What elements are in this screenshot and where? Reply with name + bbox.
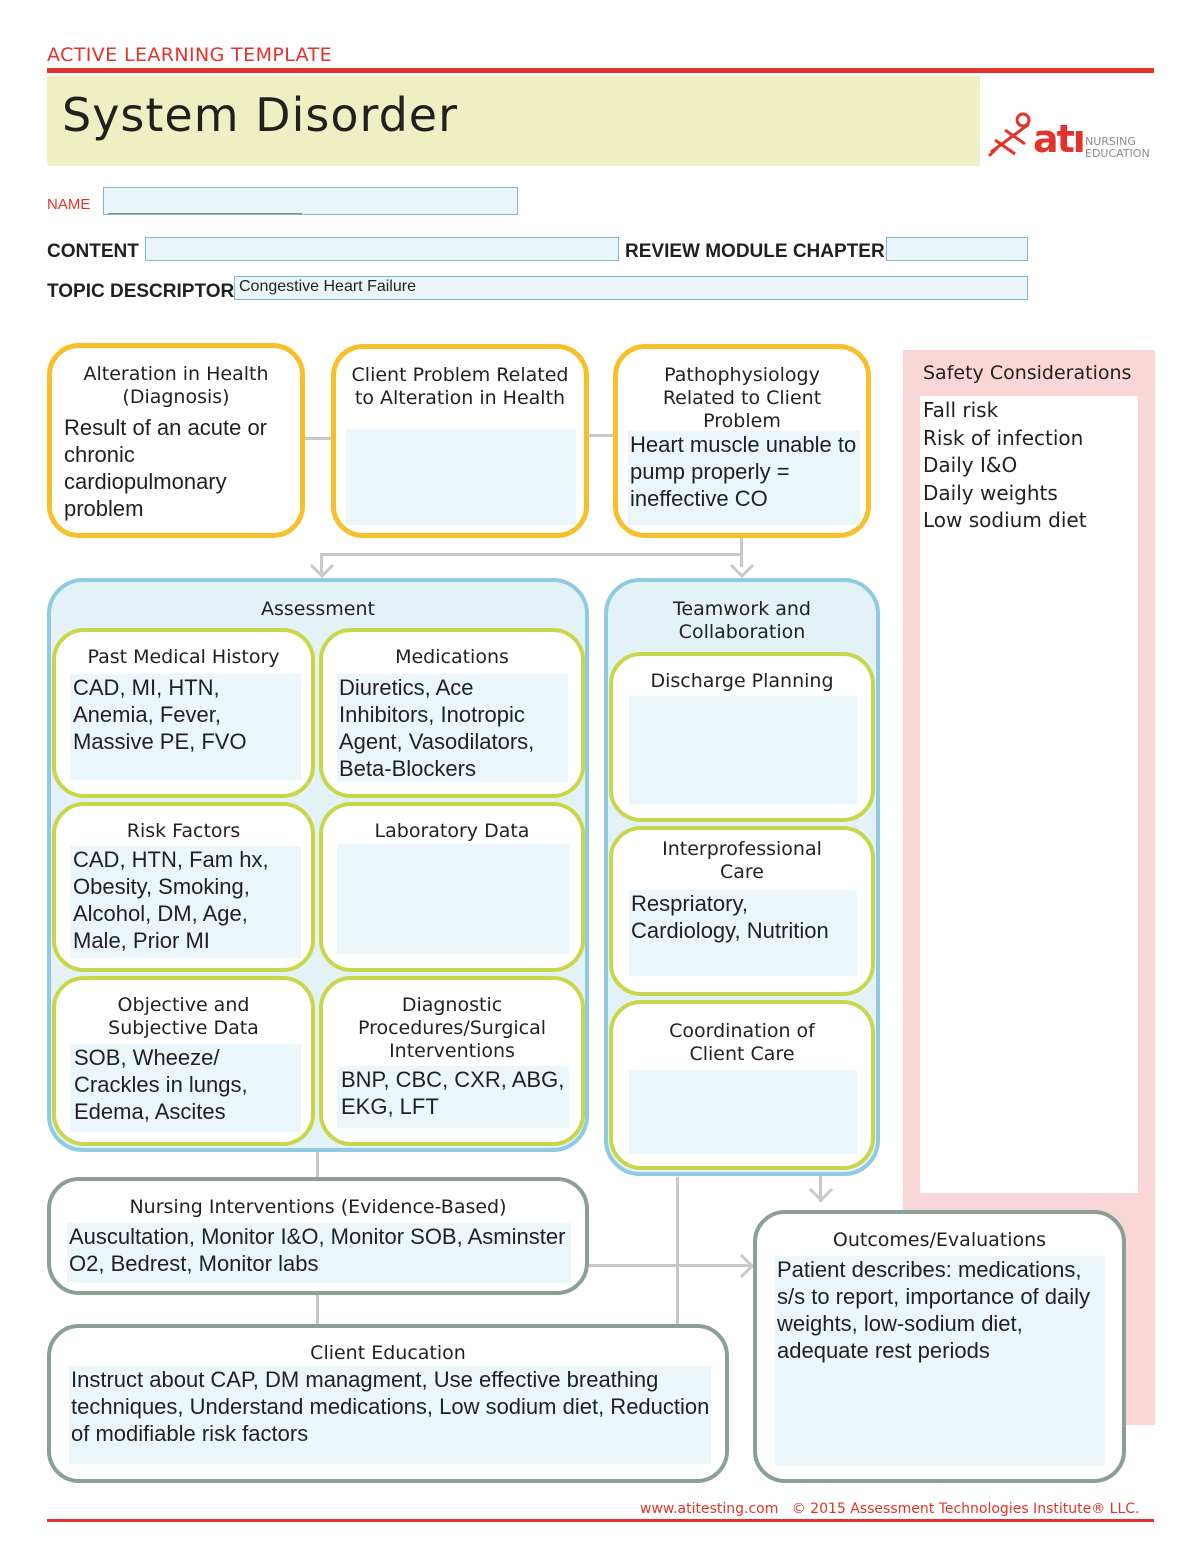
arrow-down-icon xyxy=(309,563,335,579)
client-education-box: Client Education Instruct about CAP, DM … xyxy=(47,1324,729,1483)
arrow-down-icon xyxy=(808,1187,834,1203)
footer-copyright: © 2015 Assessment Technologies Institute… xyxy=(791,1501,1140,1517)
content-field[interactable] xyxy=(145,237,619,261)
alteration-text: Result of an acute or chronic cardiopulm… xyxy=(64,415,268,521)
discharge-title: Discharge Planning xyxy=(650,670,834,692)
diagnostic-procedures-box: Diagnostic Procedures/Surgical Intervent… xyxy=(319,976,585,1146)
safety-item: Daily weights xyxy=(923,480,1058,505)
safety-item: Low sodium diet xyxy=(923,508,1087,532)
footer-website[interactable]: www.atitesting.com xyxy=(640,1501,779,1517)
assessment-title: Assessment xyxy=(261,598,375,620)
laboratory-data-box: Laboratory Data xyxy=(319,802,585,972)
safety-fill: Fall risk Risk of infection Daily I&O Da… xyxy=(920,396,1138,1193)
safety-title: Safety Considerations xyxy=(923,362,1132,384)
client-education-title: Client Education xyxy=(310,1342,466,1364)
arrow-down-icon xyxy=(729,563,755,579)
outcomes-box: Outcomes/Evaluations Patient describes: … xyxy=(753,1210,1126,1483)
alteration-title: Alteration in Health (Diagnosis) xyxy=(83,363,269,408)
logo-stethoscope-icon xyxy=(987,112,1031,158)
topic-descriptor-field[interactable]: Congestive Heart Failure xyxy=(234,276,1028,300)
pmh-text: CAD, MI, HTN, Anemia, Fever, Massive PE,… xyxy=(73,675,247,754)
client-problem-fill[interactable] xyxy=(346,429,576,525)
coordination-fill[interactable] xyxy=(629,1070,857,1154)
pathophysiology-text: Heart muscle unable to pump properly = i… xyxy=(630,432,857,511)
discharge-fill[interactable] xyxy=(629,696,857,804)
nursing-interventions-box: Nursing Interventions (Evidence-Based) A… xyxy=(47,1177,589,1295)
risk-factors-title: Risk Factors xyxy=(126,820,241,842)
interprofessional-title: Interprofessional Care xyxy=(662,838,822,883)
laboratory-data-title: Laboratory Data xyxy=(374,820,530,842)
alteration-in-health-box: Alteration in Health (Diagnosis) Result … xyxy=(47,343,305,538)
medications-text: Diuretics, Ace Inhibitors, Inotropic Age… xyxy=(339,675,535,781)
interprofessional-text: Respriatory, Cardiology, Nutrition xyxy=(631,891,829,943)
content-label: CONTENT xyxy=(47,241,139,262)
pathophysiology-box: Pathophysiology Related to Client Proble… xyxy=(613,344,871,538)
discharge-planning-box: Discharge Planning xyxy=(609,652,875,822)
header-rule xyxy=(47,68,1154,73)
template-label: ACTIVE LEARNING TEMPLATE xyxy=(47,44,332,66)
review-module-label: REVIEW MODULE CHAPTER xyxy=(625,241,885,262)
outcomes-text: Patient describes: medications, s/s to r… xyxy=(777,1257,1091,1363)
review-module-field[interactable] xyxy=(886,237,1028,261)
client-education-text: Instruct about CAP, DM managment, Use ef… xyxy=(71,1367,710,1446)
footer: www.atitesting.com © 2015 Assessment Tec… xyxy=(640,1501,1139,1517)
safety-item: Risk of infection xyxy=(923,425,1084,450)
topic-descriptor-label: TOPIC DESCRIPTOR xyxy=(47,281,235,302)
risk-factors-text: CAD, HTN, Fam hx, Obesity, Smoking, Alco… xyxy=(73,847,269,953)
medications-title: Medications xyxy=(395,646,509,668)
ati-logo: atı NURSING EDUCATION xyxy=(985,108,1155,166)
laboratory-data-fill[interactable] xyxy=(337,844,569,954)
coordination-box: Coordination of Client Care xyxy=(609,1000,875,1170)
client-problem-box: Client Problem Related to Alteration in … xyxy=(331,344,589,538)
name-label: NAME xyxy=(47,196,91,213)
objective-subjective-text: SOB, Wheeze/ Crackles in lungs, Edema, A… xyxy=(74,1045,248,1124)
outcomes-title: Outcomes/Evaluations xyxy=(832,1229,1047,1251)
name-value: _______________________________ xyxy=(108,200,302,214)
logo-mark: atı xyxy=(1033,117,1086,161)
medications-box: Medications Diuretics, Ace Inhibitors, I… xyxy=(319,628,585,798)
past-medical-history-box: Past Medical History CAD, MI, HTN, Anemi… xyxy=(52,628,315,798)
safety-item: Fall risk xyxy=(923,398,999,422)
coordination-title: Coordination of Client Care xyxy=(669,1020,815,1065)
objective-subjective-box: Objective and Subjective Data SOB, Wheez… xyxy=(52,976,315,1146)
objective-subjective-title: Objective and Subjective Data xyxy=(108,994,259,1039)
logo-line1: NURSING xyxy=(1085,135,1136,148)
page-title: System Disorder xyxy=(62,88,458,142)
diagnostic-title: Diagnostic Procedures/Surgical Intervent… xyxy=(357,994,547,1062)
safety-item: Daily I&O xyxy=(923,453,1018,477)
pmh-title: Past Medical History xyxy=(87,646,280,668)
teamwork-title: Teamwork and Collaboration xyxy=(673,598,811,643)
pathophysiology-title: Pathophysiology Related to Client Proble… xyxy=(662,364,822,432)
risk-factors-box: Risk Factors CAD, HTN, Fam hx, Obesity, … xyxy=(52,802,315,972)
name-field[interactable]: _______________________________ xyxy=(103,187,518,215)
title-banner xyxy=(47,76,980,166)
footer-rule xyxy=(47,1519,1154,1522)
nursing-interventions-text: Auscultation, Monitor I&O, Monitor SOB, … xyxy=(69,1224,566,1276)
interprofessional-care-box: Interprofessional Care Respriatory, Card… xyxy=(609,826,875,996)
client-problem-title: Client Problem Related to Alteration in … xyxy=(351,364,569,409)
diagnostic-text: BNP, CBC, CXR, ABG, EKG, LFT xyxy=(341,1067,565,1119)
nursing-interventions-title: Nursing Interventions (Evidence-Based) xyxy=(129,1196,507,1218)
logo-line2: EDUCATION xyxy=(1085,147,1150,160)
arrow-right-icon xyxy=(739,1253,755,1279)
